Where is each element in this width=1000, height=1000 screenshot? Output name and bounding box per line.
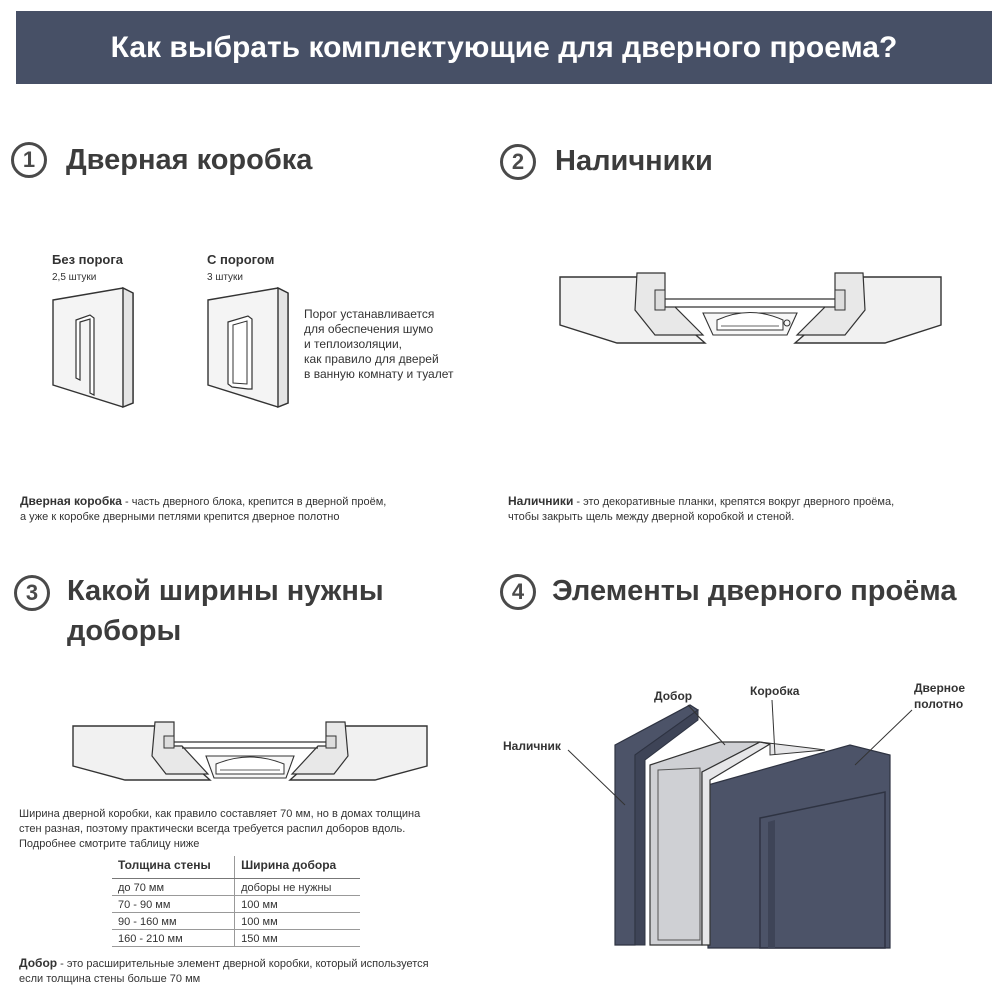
table-cell: 150 мм	[234, 929, 360, 947]
extension-paragraph-line: Ширина дверной коробки, как правило сост…	[19, 808, 421, 820]
casing-desc-text: - это декоративные планки, крепятся вокр…	[573, 496, 895, 508]
label-nalichnik: Наличник	[503, 739, 561, 753]
threshold-note-line: в ванную комнату и туалет	[304, 367, 454, 381]
frame-desc-term: Дверная коробка	[20, 494, 122, 508]
section-4-number: 4	[500, 574, 536, 610]
section-3-number: 3	[14, 575, 50, 611]
section-1-number: 1	[11, 142, 47, 178]
table-cell: 160 - 210 мм	[112, 929, 236, 947]
frame-no-threshold-drawing	[52, 286, 134, 409]
extension-cross-section-drawing	[72, 721, 428, 781]
threshold-note-line: для обеспечения шумо	[304, 322, 434, 336]
label-dobor: Добор	[654, 689, 693, 703]
frame-description: Дверная коробка - часть дверного блока, …	[20, 494, 386, 525]
no-threshold-title: Без порога	[52, 252, 123, 267]
label-polotno-line2: полотно	[914, 697, 964, 711]
section-1-title: Дверная коробка	[66, 144, 313, 176]
section-3-title-line2: доборы	[67, 615, 182, 647]
casing-description: Наличники - это декоративные планки, кре…	[508, 494, 894, 525]
table-row: 160 - 210 мм 150 мм	[112, 929, 360, 947]
table-cell: 90 - 160 мм	[112, 912, 236, 930]
table-header-cell: Толщина стены	[112, 856, 236, 879]
door-elements-drawing	[614, 704, 891, 949]
threshold-note-line: как правило для дверей	[304, 352, 439, 366]
extension-paragraph: Ширина дверной коробки, как правило сост…	[19, 807, 420, 852]
table-cell: 100 мм	[234, 895, 360, 913]
section-2-number: 2	[500, 144, 536, 180]
header-banner: Как выбрать комплектующие для дверного п…	[16, 11, 992, 84]
frame-desc-line2: а уже к коробке дверными петлями крепитс…	[20, 511, 340, 523]
threshold-note-line: Порог устанавливается	[304, 307, 435, 321]
table-cell: доборы не нужны	[234, 878, 360, 896]
section-4-title: Элементы дверного проёма	[552, 575, 957, 607]
extension-paragraph-line: стен разная, поэтому практически всегда …	[19, 823, 406, 835]
label-korobka: Коробка	[750, 684, 800, 698]
casing-cross-section-drawing	[559, 272, 942, 344]
table-row: 70 - 90 мм 100 мм	[112, 895, 360, 913]
table-cell: 100 мм	[234, 912, 360, 930]
table-cell: 70 - 90 мм	[112, 895, 236, 913]
section-3-title-line1: Какой ширины нужны	[67, 575, 384, 607]
table-row: 90 - 160 мм 100 мм	[112, 912, 360, 930]
extension-paragraph-line: Подробнее смотрите таблицу ниже	[19, 838, 200, 850]
section-2-title: Наличники	[555, 145, 713, 177]
table-row: до 70 мм доборы не нужны	[112, 878, 360, 896]
extension-description: Добор - это расширительные элемент дверн…	[19, 956, 429, 987]
casing-desc-term: Наличники	[508, 494, 574, 508]
threshold-title: С порогом	[207, 252, 275, 267]
table-header-row: Толщина стены Ширина добора	[112, 856, 360, 879]
table-header-cell: Ширина добора	[234, 856, 360, 879]
frame-threshold-drawing	[207, 286, 289, 409]
extension-desc-term: Добор	[19, 956, 58, 970]
casing-desc-line2: чтобы закрыть щель между дверной коробко…	[508, 511, 795, 523]
extension-desc-text: - это расширительные элемент дверной кор…	[57, 958, 429, 970]
frame-desc-text: - часть дверного блока, крепится в дверн…	[121, 496, 387, 508]
threshold-note-line: и теплоизоляции,	[304, 337, 402, 351]
table-cell: до 70 мм	[112, 878, 236, 896]
extension-width-table: Толщина стены Ширина добора до 70 мм доб…	[112, 856, 360, 947]
page-title: Как выбрать комплектующие для дверного п…	[110, 31, 898, 64]
extension-desc-line2: если толщина стены больше 70 мм	[19, 973, 201, 985]
label-polotno-line1: Дверное	[914, 681, 966, 695]
no-threshold-count: 2,5 штуки	[52, 272, 97, 283]
threshold-note: Порог устанавливается для обеспечения шу…	[304, 307, 454, 382]
threshold-count: 3 штуки	[207, 272, 244, 283]
